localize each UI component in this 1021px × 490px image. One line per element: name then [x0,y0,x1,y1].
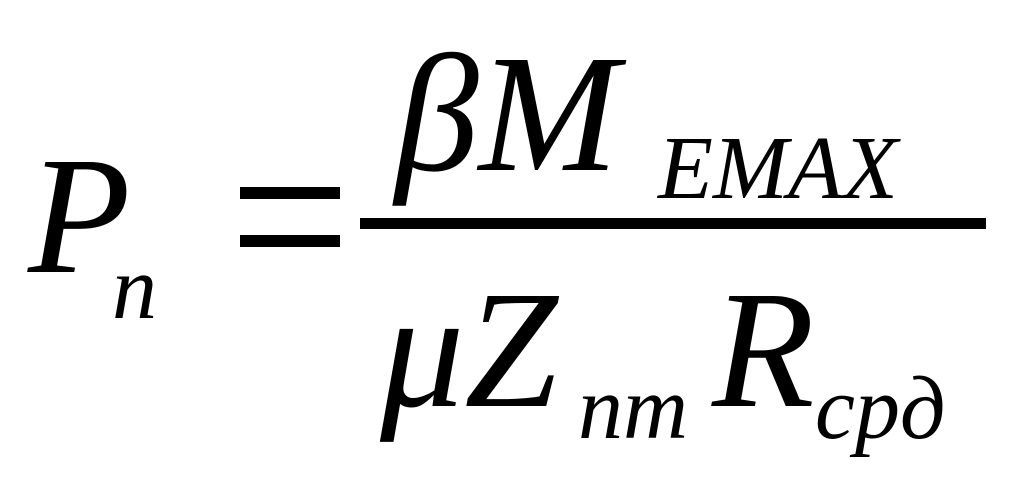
numerator-symbols: βM [395,21,619,207]
lhs-subscript: n [112,239,157,338]
fraction-bar [360,218,986,229]
equals-sign-top-bar [240,187,340,199]
denominator-symbols-1: μZ [380,257,558,443]
denominator-subscript-2: cpд [815,359,946,458]
lhs-symbol: P [28,123,131,309]
equals-sign-bottom-bar [240,235,340,247]
denominator-symbols-2: R [712,257,815,443]
denominator-subscript-1: nm [578,359,688,458]
numerator-subscript: EMAX [658,119,898,218]
